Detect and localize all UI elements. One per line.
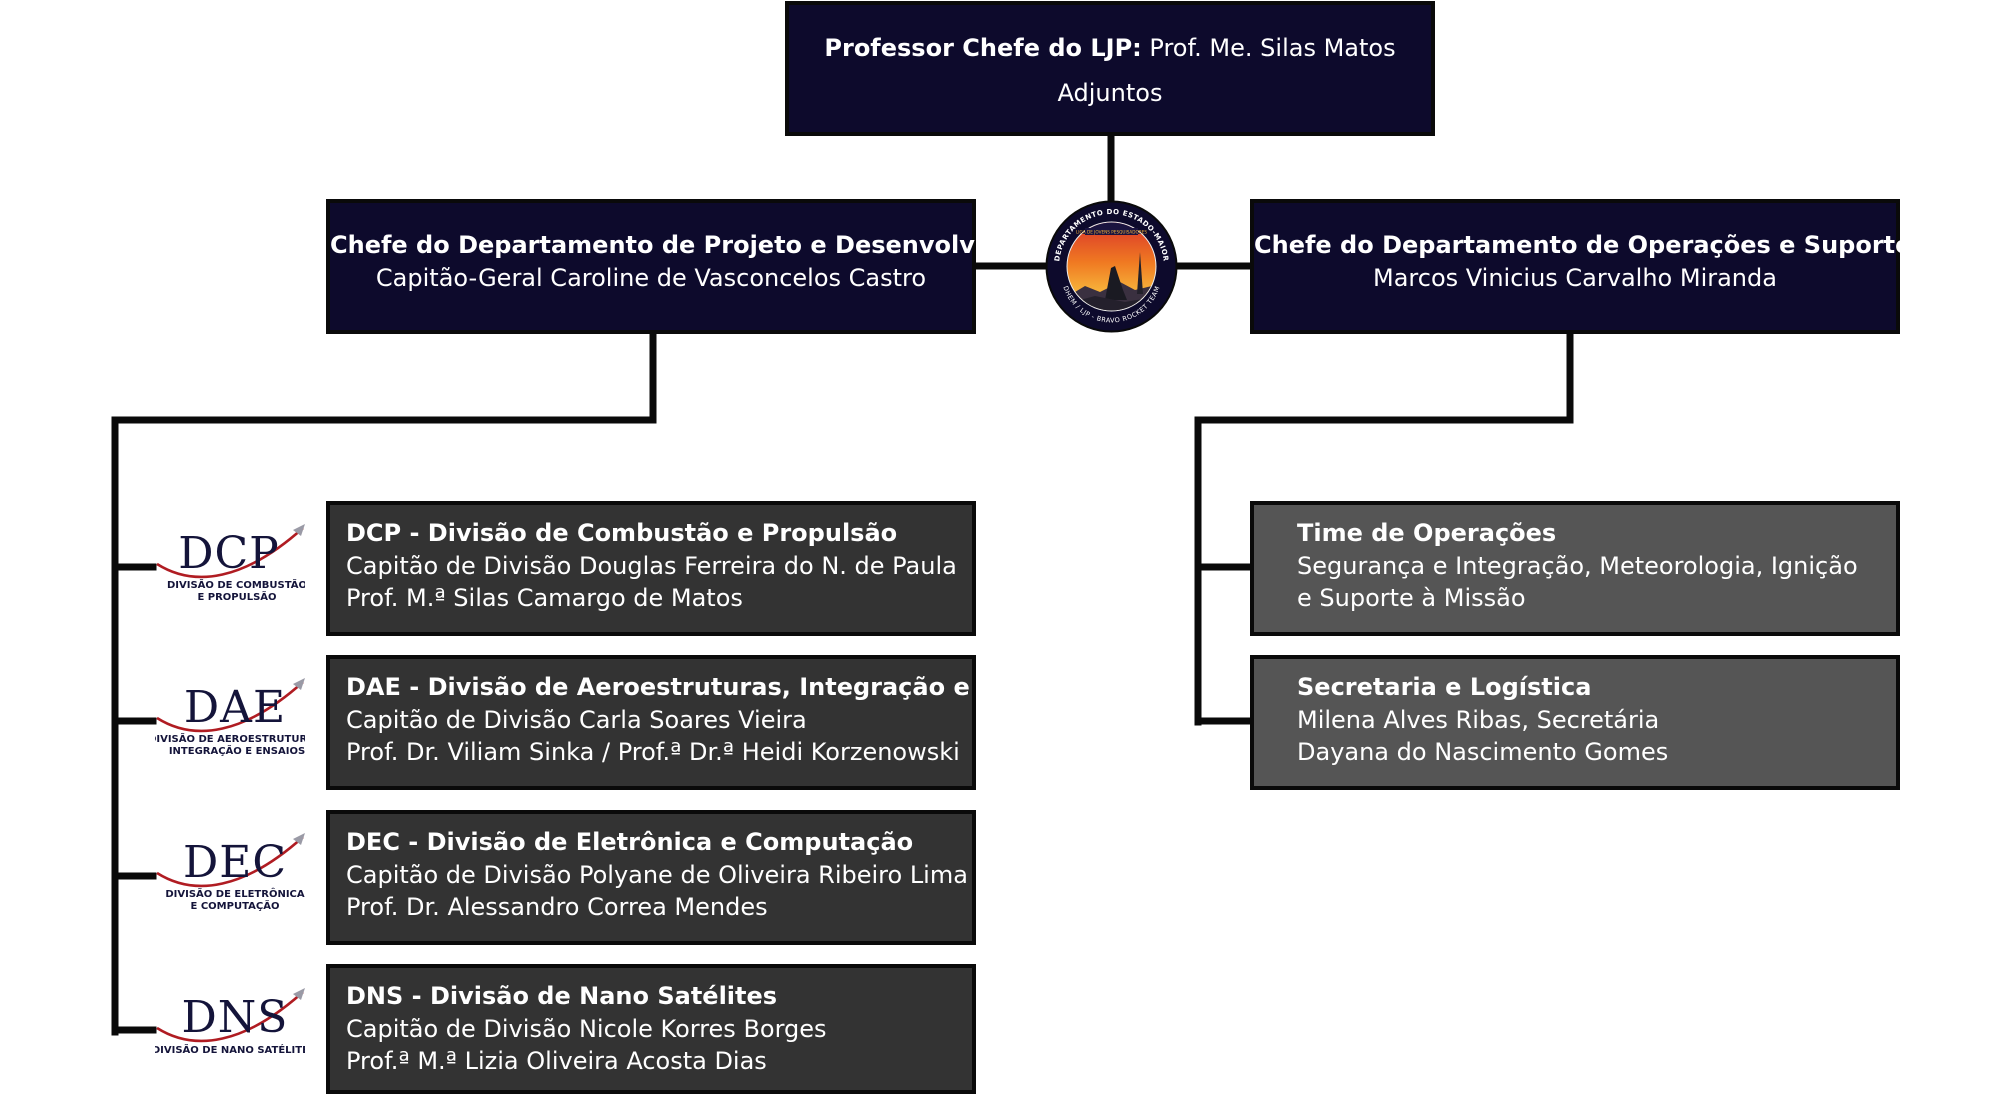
division-title: DAE - Divisão de Aeroestruturas, Integra… <box>346 673 1082 701</box>
division-box-dae: DAE - Divisão de Aeroestruturas, Integra… <box>326 655 1082 790</box>
division-captain: Capitão de Divisão Carla Soares Vieira <box>346 705 807 734</box>
division-title: DEC - Divisão de Eletrônica e Computação <box>346 828 914 856</box>
dept-right-name: Marcos Vinicius Carvalho Miranda <box>1373 264 1777 292</box>
team-emblem-logo: LIGA DE JOVENS PESQUISADORES DEPARTAMENT… <box>1045 200 1178 333</box>
head-title-name: Prof. Me. Silas Matos <box>1141 34 1396 62</box>
dec-logo-caption-2: E COMPUTAÇÃO <box>191 899 280 912</box>
dae-division-logo: DAE DIVISÃO DE AEROESTRUTURAS, INTEGRAÇÃ… <box>155 678 305 757</box>
division-title: DNS - Divisão de Nano Satélites <box>346 982 778 1010</box>
head-title-role: Professor Chefe do LJP: <box>824 34 1142 62</box>
dcp-division-logo: DCP DIVISÃO DE COMBUSTÃO E PROPULSÃO <box>156 524 305 603</box>
dae-logo-abbr: DAE <box>184 682 286 733</box>
dept-left-title: Chefe do Departamento de Projeto e Desen… <box>330 231 1070 259</box>
unit-box-operations: Time de Operações Segurança e Integração… <box>1250 501 1900 636</box>
dept-left-name: Capitão-Geral Caroline de Vasconcelos Ca… <box>375 264 927 292</box>
unit-line: Milena Alves Ribas, Secretária <box>1297 705 1660 734</box>
unit-line: Segurança e Integração, Meteorologia, Ig… <box>1297 551 1858 580</box>
head-title: Professor Chefe do LJP: Prof. Me. Silas … <box>789 32 1431 65</box>
division-box-dec: DEC - Divisão de Eletrônica e Computação… <box>326 810 976 945</box>
dae-logo-caption-2: INTEGRAÇÃO E ENSAIOS <box>169 744 305 757</box>
dns-division-logo: DNS DIVISÃO DE NANO SATÉLITES <box>155 988 305 1056</box>
division-professor: Prof. M.ª Silas Camargo de Matos <box>346 584 743 612</box>
dept-right-title: Chefe do Departamento de Operações e Sup… <box>1254 231 1912 259</box>
dept-right-box: Chefe do Departamento de Operações e Sup… <box>1250 199 1912 334</box>
head-box: Professor Chefe do LJP: Prof. Me. Silas … <box>785 1 1435 136</box>
unit-title: Secretaria e Logística <box>1297 673 1592 701</box>
division-captain: Capitão de Divisão Polyane de Oliveira R… <box>346 860 968 889</box>
dcp-logo-abbr: DCP <box>178 528 280 579</box>
dec-logo-abbr: DEC <box>183 837 287 888</box>
division-professor: Prof. Dr. Alessandro Correa Mendes <box>346 893 768 921</box>
unit-box-secretariat: Secretaria e Logística Milena Alves Riba… <box>1250 655 1900 790</box>
head-subtitle: Adjuntos <box>1057 79 1163 107</box>
emblem-banner-text: LIGA DE JOVENS PESQUISADORES <box>1076 230 1147 235</box>
dns-logo-caption-1: DIVISÃO DE NANO SATÉLITES <box>155 1043 305 1056</box>
division-box-dns: DNS - Divisão de Nano Satélites Capitão … <box>326 964 976 1094</box>
emblem-banner <box>1085 228 1138 235</box>
division-professor: Prof.ª M.ª Lizia Oliveira Acosta Dias <box>346 1047 767 1075</box>
dns-logo-abbr: DNS <box>182 992 289 1043</box>
unit-line: Dayana do Nascimento Gomes <box>1297 738 1669 766</box>
dec-logo-caption-1: DIVISÃO DE ELETRÔNICA <box>165 887 305 900</box>
dcp-logo-caption-1: DIVISÃO DE COMBUSTÃO <box>167 578 305 591</box>
division-box-dcp: DCP - Divisão de Combustão e Propulsão C… <box>326 501 976 636</box>
division-title: DCP - Divisão de Combustão e Propulsão <box>346 519 898 547</box>
division-professor: Prof. Dr. Viliam Sinka / Prof.ª Dr.ª Hei… <box>346 738 960 766</box>
division-captain: Capitão de Divisão Douglas Ferreira do N… <box>346 551 957 580</box>
dcp-logo-caption-2: E PROPULSÃO <box>197 590 276 603</box>
dae-logo-caption-1: DIVISÃO DE AEROESTRUTURAS, <box>155 732 305 745</box>
division-captain: Capitão de Divisão Nicole Korres Borges <box>346 1014 827 1043</box>
dec-division-logo: DEC DIVISÃO DE ELETRÔNICA E COMPUTAÇÃO <box>156 833 305 912</box>
dept-left-box: Chefe do Departamento de Projeto e Desen… <box>326 199 1070 334</box>
unit-line: e Suporte à Missão <box>1297 584 1526 612</box>
unit-title: Time de Operações <box>1297 519 1557 547</box>
